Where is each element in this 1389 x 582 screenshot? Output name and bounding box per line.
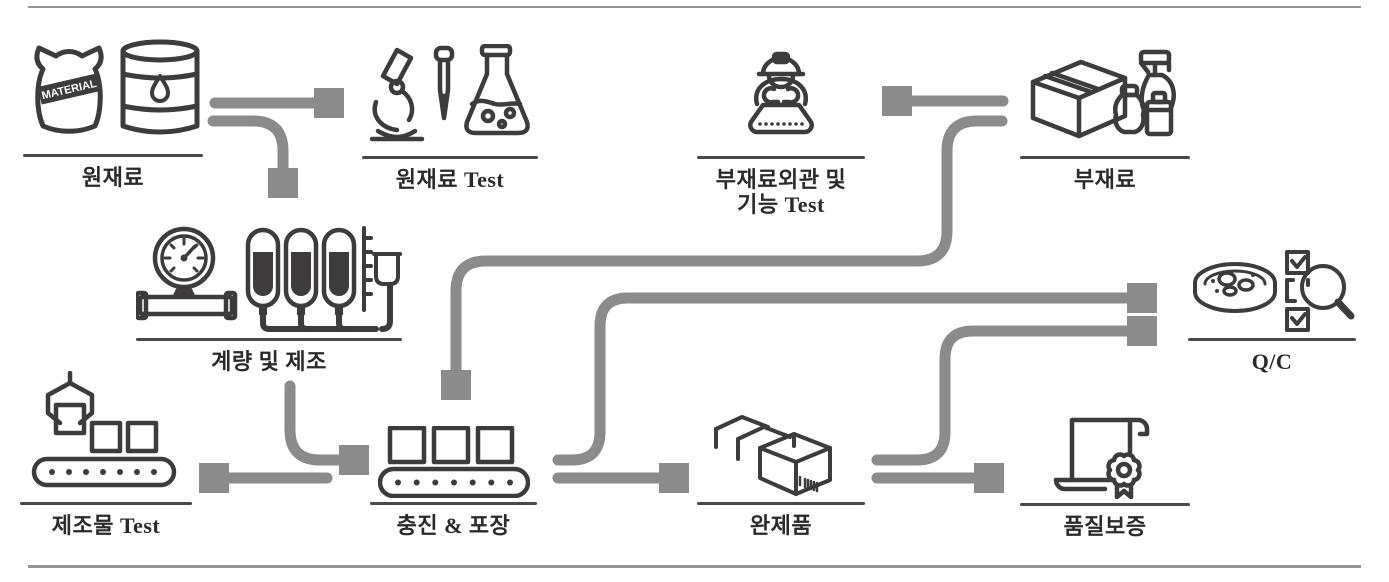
node-underline bbox=[136, 338, 402, 341]
box-and-spray-bottles-icon bbox=[1020, 42, 1190, 152]
robotic-gripper-conveyor-icon bbox=[20, 371, 192, 498]
node-underline bbox=[1020, 156, 1190, 159]
node-label: 품질보증 bbox=[1063, 514, 1147, 539]
worker-inspecting-conveyor-icon bbox=[697, 48, 865, 152]
node-label: 원재료 Test bbox=[395, 167, 505, 192]
node-submaterial: 부재료 bbox=[1020, 42, 1190, 192]
node-underline bbox=[1188, 338, 1356, 341]
node-label: 부재료 bbox=[1073, 167, 1137, 192]
node-measuring-manufacturing: 계량 및 제조 bbox=[136, 222, 402, 374]
arrow-filling-packaging-to-qc bbox=[552, 298, 1148, 466]
stacked-shipping-boxes-icon bbox=[697, 400, 865, 498]
node-underline bbox=[1020, 503, 1190, 506]
conveyor-with-boxes-icon bbox=[370, 426, 537, 498]
material-sack-and-oil-drum-icon: MATERIAL bbox=[23, 36, 203, 150]
top-border-rule bbox=[28, 6, 1361, 8]
petri-dish-checklist-magnifier-icon bbox=[1188, 250, 1356, 334]
node-underline bbox=[697, 156, 865, 159]
node-underline bbox=[23, 154, 203, 157]
node-raw-material: MATERIAL 원재료 bbox=[23, 36, 203, 190]
arrow-measuring-to-filling-packaging bbox=[284, 380, 360, 460]
node-label-line2: 기능 Test bbox=[737, 192, 825, 218]
node-label: Q/C bbox=[1251, 349, 1293, 374]
node-underline bbox=[370, 502, 537, 505]
node-label-line1: 부재료외관 및 bbox=[715, 167, 847, 192]
microscope-dropper-flask-icon bbox=[362, 42, 538, 152]
pressure-gauge-and-mixing-tanks-icon bbox=[136, 222, 402, 334]
node-raw-material-test: 원재료 Test bbox=[362, 42, 538, 192]
node-label: 제조물 Test bbox=[51, 513, 161, 538]
node-quality-control: Q/C bbox=[1188, 250, 1356, 374]
certificate-with-seal-icon bbox=[1020, 412, 1190, 499]
node-label: 충진 & 포장 bbox=[396, 513, 511, 538]
node-label: 원재료 bbox=[81, 165, 145, 190]
arrow-raw-material-to-measuring bbox=[207, 115, 283, 189]
bottom-border-rule bbox=[28, 565, 1361, 568]
node-quality-assurance: 품질보증 bbox=[1020, 412, 1190, 539]
node-underline bbox=[20, 502, 192, 505]
node-filling-packaging: 충진 & 포장 bbox=[370, 426, 537, 538]
node-finished-product: 완제품 bbox=[697, 400, 865, 538]
node-label: 계량 및 제조 bbox=[211, 349, 327, 374]
arrow-finished-product-to-qc bbox=[871, 331, 1148, 466]
node-submaterial-test: 부재료외관 및 기능 Test bbox=[697, 48, 865, 218]
node-label: 부재료외관 및 기능 Test bbox=[716, 167, 846, 218]
arrow-submaterial-to-filling-packaging bbox=[456, 115, 1008, 391]
node-product-test: 제조물 Test bbox=[20, 371, 192, 538]
node-underline bbox=[697, 502, 865, 505]
node-label: 완제품 bbox=[749, 513, 813, 538]
node-underline bbox=[362, 156, 538, 159]
